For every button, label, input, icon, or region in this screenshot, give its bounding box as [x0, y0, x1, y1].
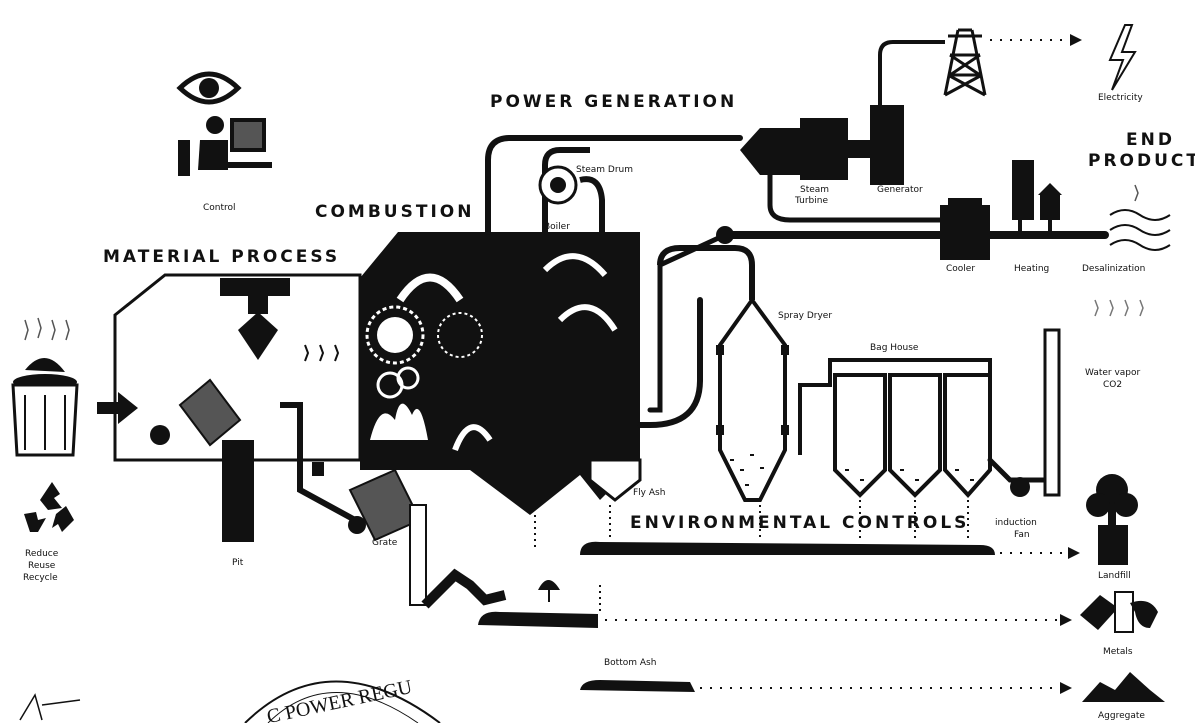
- heating: [1012, 160, 1062, 235]
- cooler-label: Cooler: [946, 264, 975, 274]
- power-generation-heading: POWER GENERATION: [490, 92, 737, 112]
- reduce-label: Reduce: [25, 549, 59, 559]
- end-products-heading-1: END: [1126, 130, 1175, 150]
- control-label: Control: [203, 203, 236, 213]
- fly-ash-label: Fly Ash: [633, 488, 665, 498]
- aggregate-arrowhead: [1060, 682, 1072, 694]
- control-icon: [178, 74, 272, 176]
- metals-label: Metals: [1103, 647, 1133, 657]
- metals-conveyor: [478, 612, 598, 628]
- bag-house: [800, 360, 990, 495]
- lightning-icon: [1110, 25, 1135, 90]
- stack: [1045, 330, 1059, 495]
- aggregate-label: Aggregate: [1098, 711, 1145, 721]
- environmental-controls-heading: ENVIRONMENTAL CONTROLS: [630, 513, 969, 533]
- bag-house-label: Bag House: [870, 343, 919, 353]
- transmission-tower-icon: [945, 30, 985, 95]
- end-products-heading-2: PRODUCTS: [1088, 151, 1195, 171]
- desalinization-label: Desalinization: [1082, 264, 1145, 274]
- recycle-label: Recycle: [23, 573, 58, 583]
- bottom-ash-conveyor: [425, 575, 505, 605]
- vapor-icon: [1095, 300, 1143, 316]
- spray-dryer-label: Spray Dryer: [778, 311, 832, 321]
- boiler: [540, 150, 602, 232]
- spray-dryer: [660, 248, 789, 500]
- signature-mark: [20, 695, 80, 720]
- seal-stamp: C POWER REGU: [245, 676, 440, 723]
- induction-fan: [1010, 477, 1030, 497]
- metals-arrowhead: [1060, 614, 1072, 626]
- boiler-label: Boiler: [544, 222, 570, 232]
- fan-duct: [990, 460, 1045, 480]
- heating-label: Heating: [1014, 264, 1049, 274]
- cooler: [940, 198, 990, 260]
- aggregate-icon: [1082, 672, 1165, 702]
- landfill-arrowhead: [1068, 547, 1080, 559]
- induction-fan-label-1: induction: [995, 518, 1037, 528]
- pipe-valve: [716, 226, 734, 244]
- steam-turbine-label-1: Steam: [800, 185, 829, 195]
- generator-label: Generator: [877, 185, 923, 195]
- steam-turbine-label-2: Turbine: [794, 196, 828, 206]
- bottom-ash-label: Bottom Ash: [604, 658, 656, 668]
- trash-can-icon: [13, 318, 77, 455]
- bottom-ash-pile: [580, 680, 695, 692]
- combustion-heading: COMBUSTION: [315, 202, 474, 222]
- landfill-conveyor: [580, 542, 995, 555]
- generator: [848, 42, 945, 185]
- landfill-icon: [1086, 474, 1138, 565]
- main-steam-pipe: [488, 138, 740, 232]
- metals-icon: [1080, 592, 1158, 632]
- induction-fan-label-2: Fan: [1014, 530, 1030, 540]
- electricity-label: Electricity: [1098, 93, 1143, 103]
- umbrella-magnet-icon: [538, 580, 560, 602]
- electricity-arrowhead: [1070, 34, 1082, 46]
- material-process-building: [115, 275, 360, 460]
- recycle-icon: [24, 482, 74, 532]
- pit: [222, 440, 254, 542]
- svg-text:C POWER REGU: C POWER REGU: [265, 676, 415, 723]
- desalinization: [1110, 185, 1170, 250]
- grate-label: Grate: [372, 538, 398, 548]
- reuse-label: Reuse: [28, 561, 56, 571]
- material-process-heading: MATERIAL PROCESS: [103, 247, 340, 267]
- steam-turbine: [740, 118, 848, 180]
- dryer-inlet-pipe: [640, 300, 700, 425]
- ash-chute: [410, 505, 426, 605]
- steam-drum-label: Steam Drum: [576, 165, 633, 175]
- landfill-label: Landfill: [1098, 571, 1131, 581]
- pit-label: Pit: [232, 558, 244, 568]
- water-vapor-label-1: Water vapor: [1085, 368, 1141, 378]
- water-vapor-label-2: CO2: [1103, 380, 1122, 390]
